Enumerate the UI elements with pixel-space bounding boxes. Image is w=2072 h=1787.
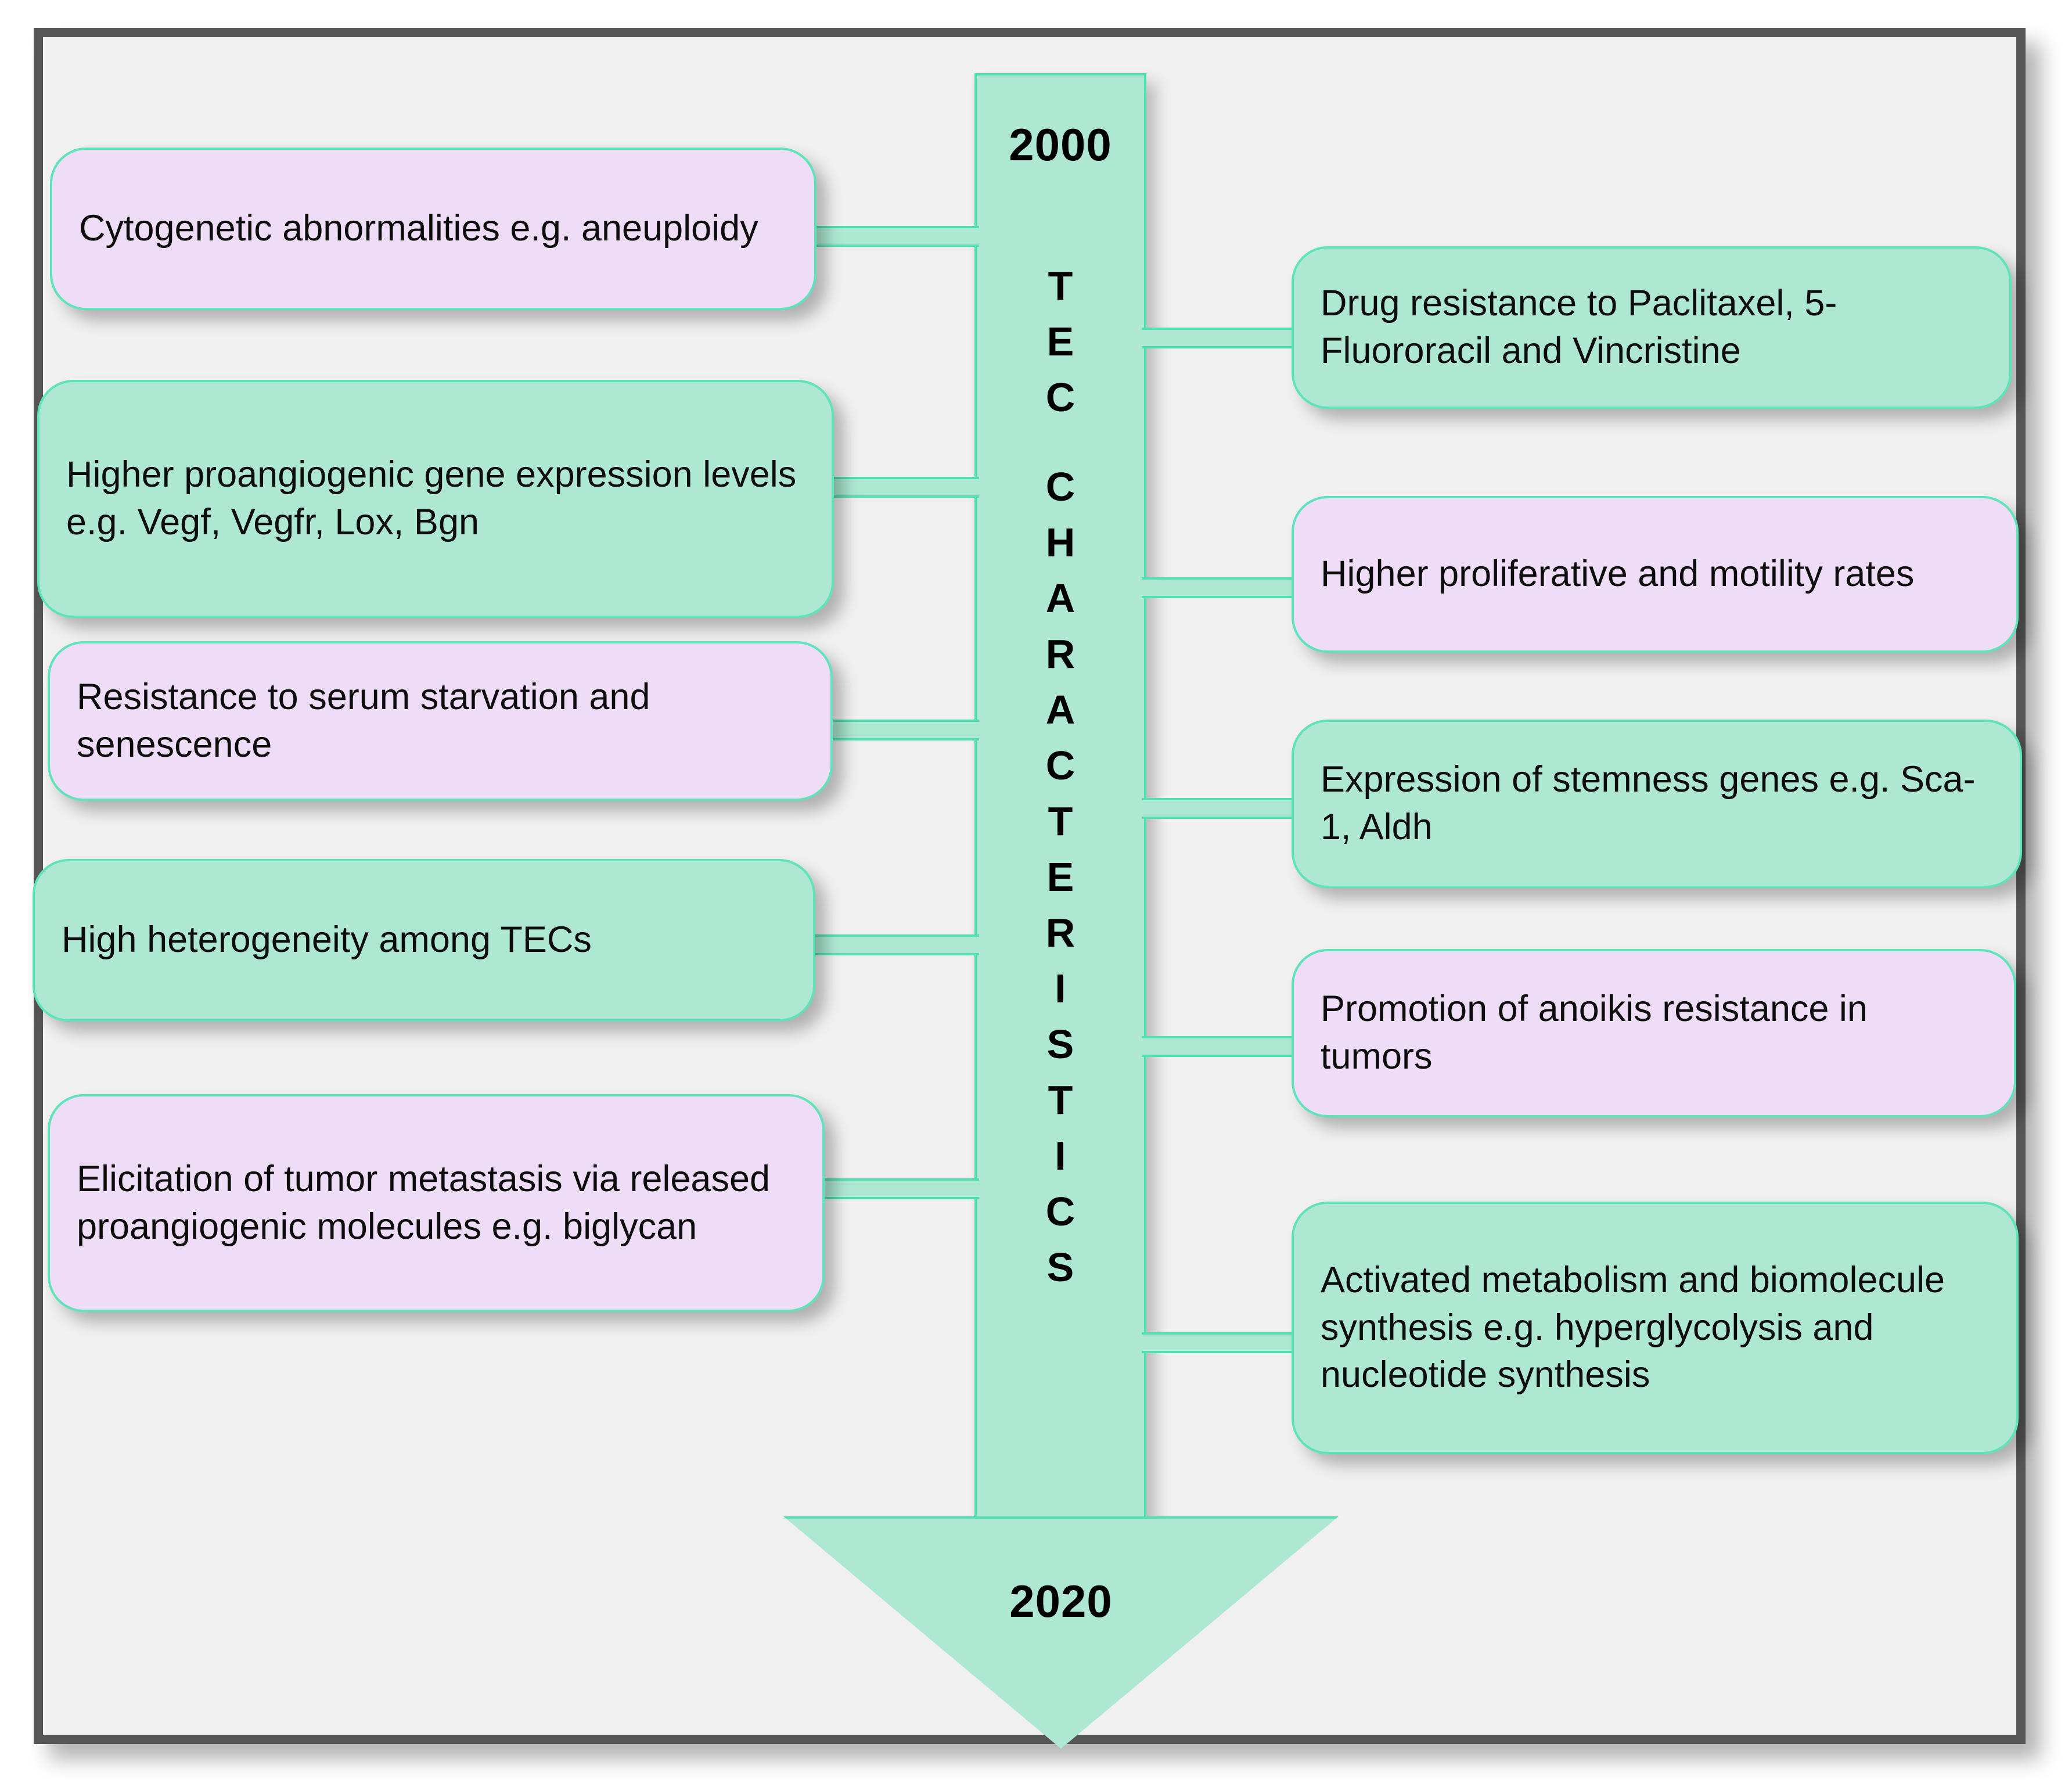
connector-left-2: [830, 477, 979, 498]
connector-left-1: [815, 226, 979, 247]
card-text: Cytogenetic abnormalities e.g. aneuploid…: [79, 208, 758, 249]
card-anoikis-resistance[interactable]: Promotion of anoikis resistance in tumor…: [1292, 949, 2016, 1117]
year-end-label: 2020: [1009, 1576, 1113, 1627]
vertical-title-characteristics: C H A R A C T E R I S T I C S: [1045, 464, 1075, 1290]
timeline-arrow-shaft: [974, 73, 1146, 1525]
connector-left-3: [830, 720, 979, 740]
connector-left-4: [812, 934, 979, 955]
connector-right-4: [1142, 1036, 1296, 1057]
vertical-title: T E C C H A R A C T E R I S T: [974, 258, 1146, 1295]
card-tumor-metastasis-elicitation[interactable]: Elicitation of tumor metastasis via rele…: [48, 1094, 825, 1312]
vertical-title-gap: [974, 425, 1146, 459]
card-text: Higher proangiogenic gene expression lev…: [66, 454, 797, 542]
timeline-arrow-head: [783, 1516, 1339, 1749]
card-tec-heterogeneity[interactable]: High heterogeneity among TECs: [33, 859, 815, 1022]
card-text: Drug resistance to Paclitaxel, 5-Fluoror…: [1321, 283, 1837, 371]
card-stemness-gene-expression[interactable]: Expression of stemness genes e.g. Sca-1,…: [1292, 720, 2022, 888]
card-proangiogenic-gene-expression[interactable]: Higher proangiogenic gene expression lev…: [37, 380, 834, 618]
card-text: Promotion of anoikis resistance in tumor…: [1321, 988, 1868, 1077]
connector-right-1: [1142, 328, 1296, 348]
card-text: High heterogeneity among TECs: [62, 919, 592, 961]
vertical-title-tec: T E C: [1045, 263, 1075, 420]
connector-right-3: [1142, 798, 1296, 819]
card-activated-metabolism[interactable]: Activated metabolism and biomolecule syn…: [1292, 1202, 2019, 1454]
card-proliferative-motility-rates[interactable]: Higher proliferative and motility rates: [1292, 496, 2019, 653]
year-start-label: 2000: [1009, 119, 1112, 170]
card-cytogenetic-abnormalities[interactable]: Cytogenetic abnormalities e.g. aneuploid…: [50, 148, 816, 310]
card-drug-resistance[interactable]: Drug resistance to Paclitaxel, 5-Fluoror…: [1292, 246, 2012, 409]
figure-frame: 2000 2020 T E C C H A R A C T E: [33, 28, 2026, 1749]
card-text: Resistance to serum starvation and senes…: [77, 676, 650, 765]
card-text: Expression of stemness genes e.g. Sca-1,…: [1321, 759, 1976, 847]
card-serum-starvation-resistance[interactable]: Resistance to serum starvation and senes…: [48, 641, 833, 801]
connector-right-5: [1142, 1332, 1296, 1353]
card-text: Higher proliferative and motility rates: [1321, 553, 1915, 595]
connector-left-5: [821, 1178, 979, 1199]
diagram-area: 2000 2020 T E C C H A R A C T E: [33, 37, 2022, 1749]
card-text: Elicitation of tumor metastasis via rele…: [77, 1158, 771, 1247]
connector-right-2: [1142, 577, 1293, 598]
card-text: Activated metabolism and biomolecule syn…: [1321, 1259, 1945, 1396]
